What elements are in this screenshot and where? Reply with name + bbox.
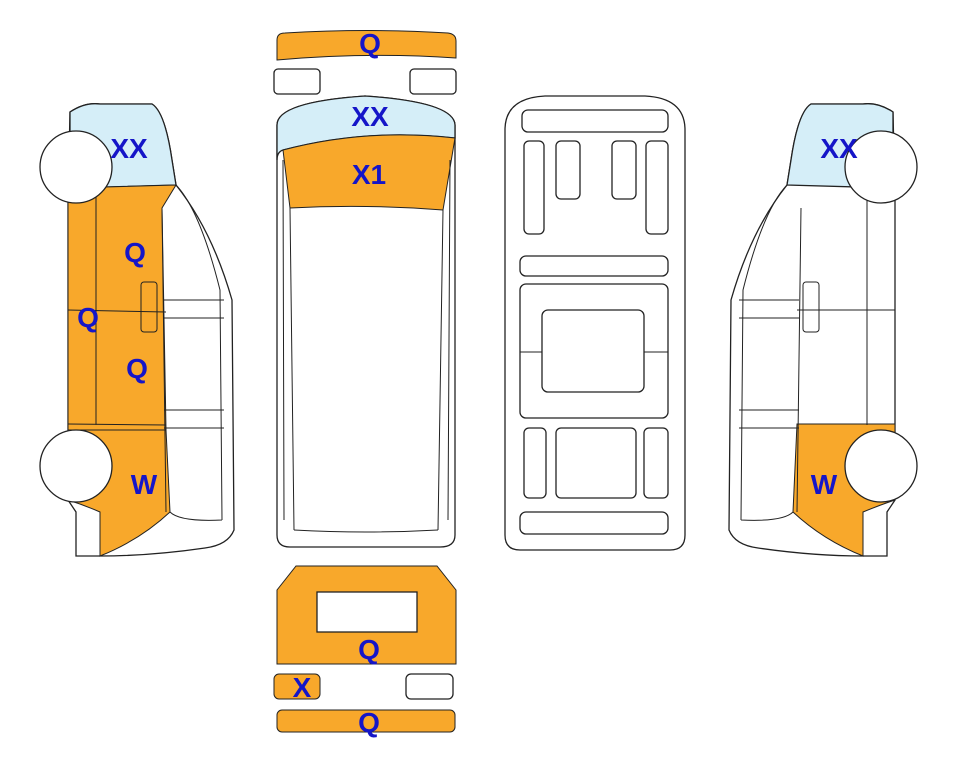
under-part	[555, 427, 637, 499]
under-part	[555, 140, 581, 200]
rear-line	[293, 529, 439, 533]
left-front-wheel[interactable]	[39, 130, 113, 204]
rear-view	[273, 565, 457, 733]
hood-panel[interactable]	[282, 134, 456, 211]
left-rear-quarter-code: W	[131, 469, 158, 500]
rear-bumper-panel[interactable]	[276, 709, 456, 733]
rear-door-code: Q	[358, 634, 380, 665]
right-rear-wheel[interactable]	[844, 429, 918, 503]
underside-view	[504, 95, 686, 551]
rear-bumper-code: Q	[358, 707, 380, 738]
right-rear-frame	[739, 184, 799, 521]
roof-line	[282, 159, 451, 531]
left-side-view	[39, 103, 235, 557]
left-door-handle[interactable]	[140, 281, 158, 333]
right-headlight[interactable]	[409, 68, 457, 95]
damage-labels: Q XX X1 XX Q Q Q W XX W Q X Q	[77, 28, 858, 738]
right-front-wheel[interactable]	[844, 130, 918, 204]
under-part	[611, 140, 637, 200]
left-side-panel-code: Q	[77, 302, 99, 333]
right-rear-quarter-code: W	[811, 469, 838, 500]
right-side-view	[728, 103, 918, 557]
top-view	[273, 30, 457, 548]
left-headlight[interactable]	[273, 68, 321, 95]
front-bumper-panel[interactable]	[276, 30, 457, 61]
under-part	[519, 255, 669, 277]
left-panel-seams	[67, 190, 167, 513]
front-bumper-code: Q	[359, 28, 381, 59]
left-upper-door-panel[interactable]	[67, 184, 177, 431]
under-part	[521, 109, 669, 133]
under-part	[519, 511, 669, 535]
under-part	[645, 140, 669, 235]
hood-code: X1	[352, 159, 386, 190]
under-part	[541, 309, 645, 393]
rear-left-light-code: X	[293, 672, 312, 703]
left-front-window-code: XX	[110, 133, 148, 164]
left-rear-frame	[164, 184, 224, 521]
right-door-handle[interactable]	[802, 281, 820, 333]
under-part	[523, 427, 547, 499]
right-panel-seams	[796, 190, 895, 513]
left-rear-wheel[interactable]	[39, 429, 113, 503]
rear-left-light[interactable]	[273, 673, 321, 700]
right-front-window-code: XX	[820, 133, 858, 164]
under-part	[643, 427, 669, 499]
rear-right-light[interactable]	[405, 673, 454, 700]
windshield-code: XX	[351, 101, 389, 132]
left-upper-door-code: Q	[124, 237, 146, 268]
under-part	[523, 140, 545, 235]
rear-window[interactable]	[316, 591, 418, 633]
left-lower-door-code: Q	[126, 353, 148, 384]
